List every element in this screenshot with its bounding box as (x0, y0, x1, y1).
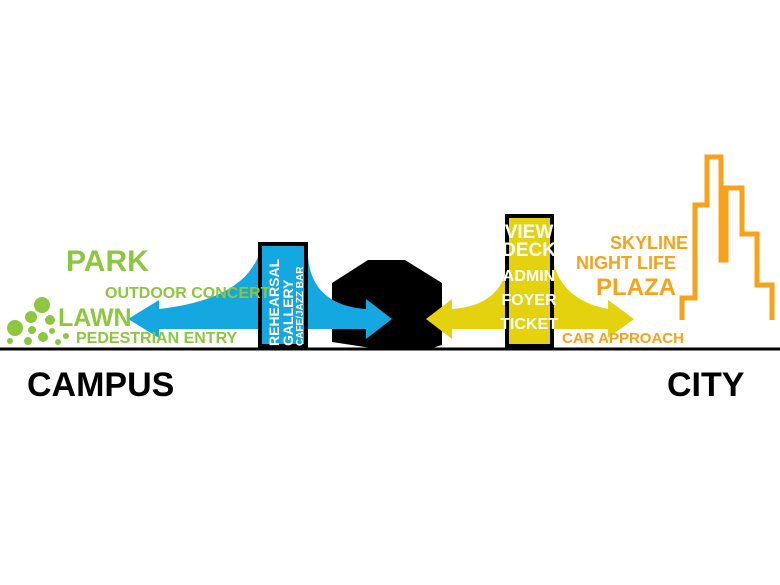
city-tower-label-view: VIEW (505, 222, 554, 243)
city-tower-label-admin: ADMIN (503, 268, 555, 285)
park-label: PARK (66, 245, 149, 278)
city-tower-inner (509, 218, 550, 344)
campus-tower-label-3: CAFE/JAZZ BAR (295, 266, 306, 346)
lawn-label: LAWN (58, 304, 132, 332)
city-tower-label-ticket: TICKET (500, 316, 558, 333)
night-life-label: NIGHT LIFE (576, 253, 676, 273)
skyline-label: SKYLINE (610, 233, 688, 253)
skyline-outline (679, 154, 775, 320)
plaza-label: PLAZA (596, 274, 676, 301)
campus-tower-label-1: REHEARSAL (266, 258, 282, 346)
campus-tower-inner (262, 246, 304, 344)
campus-title: CAMPUS (27, 366, 174, 404)
city-title: CITY (667, 366, 745, 404)
city-tower-label-deck: DECK (502, 240, 556, 261)
central-venue-shape (332, 260, 442, 349)
pedestrian-entry-label: PEDESTRIAN ENTRY (76, 330, 238, 347)
car-approach-label: CAR APPROACH (562, 330, 684, 347)
campus-tower-label-2: GALLERY (280, 279, 296, 346)
outdoor-concert-label: OUTDOOR CONCERT (105, 285, 271, 302)
lawn-dots (7, 297, 69, 345)
city-tower-label-foyer: FOYER (501, 292, 557, 309)
